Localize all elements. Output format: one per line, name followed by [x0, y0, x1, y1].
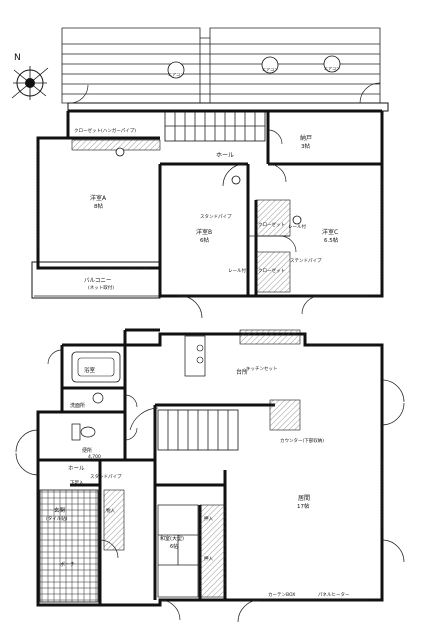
- upper-stair: [164, 110, 266, 142]
- upper-hall-label: ホール: [216, 152, 234, 159]
- entrance-label: 玄関: [54, 506, 66, 514]
- entrance-tile-floor: [39, 489, 99, 603]
- closet-2-label: 押入: [204, 555, 213, 562]
- bath-label: 浴室: [84, 366, 96, 374]
- room-western-c-size: 6.5帖: [324, 236, 339, 244]
- toilet-label: 便所: [82, 447, 92, 454]
- room-storage-size: 3帖: [301, 142, 310, 150]
- storage-label: 物入: [106, 507, 115, 514]
- bathtub: [71, 351, 121, 383]
- room-kitchen-name: 台所: [236, 368, 248, 376]
- panel-heater-label: パネルヒーター: [318, 591, 350, 598]
- balcony-note: (ネット取付): [88, 284, 114, 291]
- stand-pipe-b-label: スタンドパイプ: [200, 213, 232, 220]
- kitchen-unit-label: キッチンセット: [246, 366, 278, 372]
- room-western-c-name: 洋室C: [322, 228, 338, 236]
- compass-north-label: N: [14, 53, 21, 63]
- closet-a-label: クローゼット(ハンガーパイプ): [74, 127, 136, 134]
- room-japanese-size: 6帖: [170, 543, 178, 550]
- lower-stair: [129, 407, 239, 451]
- room-western-b-size: 6帖: [200, 236, 209, 244]
- ac-label-3: エアコン: [324, 66, 340, 71]
- entrance-note: (タイル貼): [46, 515, 68, 522]
- compass-icon: N: [11, 53, 49, 100]
- rail-label-1: レール付: [288, 223, 306, 230]
- shoe-box-label: 下足入: [70, 480, 84, 486]
- balcony-label: バルコニー: [84, 277, 111, 284]
- lower-hall-label: ホール: [68, 465, 85, 472]
- room-western-a-name: 洋室A: [90, 194, 107, 202]
- stand-pipe-c-label: ステンドパイプ: [290, 258, 322, 264]
- porch-label: ポーチ: [60, 561, 75, 568]
- lower-stand-pipe-label: スタンドパイプ: [90, 473, 122, 480]
- closet-b-label: クローゼット: [258, 221, 285, 228]
- lower-floor-plan: 居間 17帖 台所 和室(大型) 6帖 ホール 玄関 (タイル貼) ポーチ 浴室…: [15, 328, 405, 623]
- dimension-label: 4,700: [88, 454, 101, 460]
- room-ldk-size: 17帖: [297, 502, 310, 510]
- rail-label-2: レール付: [228, 267, 246, 274]
- room-japanese-name: 和室(大型): [160, 535, 184, 542]
- ac-label-1: エアコン: [168, 72, 184, 77]
- closet-1-label: 押入: [204, 515, 213, 522]
- ac-label-2: エアコン: [262, 67, 278, 72]
- washroom-label: 洗面所: [70, 402, 85, 409]
- upper-floor-plan: 洋室A 8帖 洋室B 6帖 洋室C 6.5帖 納戸 3帖 ホール バルコニー (…: [31, 27, 389, 319]
- room-western-b-name: 洋室B: [196, 228, 212, 236]
- room-western-a-size: 8帖: [94, 202, 103, 210]
- counter-label: カウンター(下部収納): [280, 437, 324, 444]
- room-ldk-name: 居間: [298, 495, 310, 502]
- room-storage-name: 納戸: [300, 134, 312, 142]
- curtain-box-label: カーテンBOX: [268, 592, 295, 598]
- roof-outline: [61, 27, 381, 104]
- closet-c-label: クローゼット: [258, 267, 285, 274]
